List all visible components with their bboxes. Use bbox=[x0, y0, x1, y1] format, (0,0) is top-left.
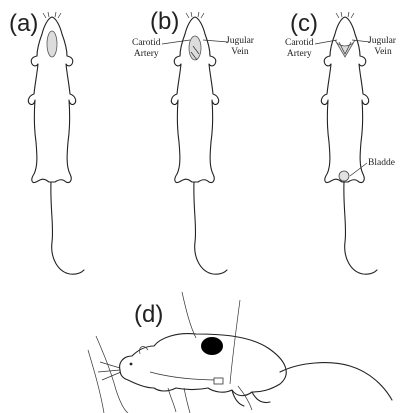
bladder-pointer-c bbox=[350, 163, 367, 176]
heart-marker bbox=[201, 337, 223, 355]
mouse-outline-icon bbox=[171, 12, 227, 274]
mouse-side-icon bbox=[88, 292, 392, 413]
carotid-pointer-b bbox=[162, 40, 190, 44]
mouse-outline-icon bbox=[321, 12, 377, 274]
jugular-pointer-b bbox=[203, 40, 228, 42]
carotid-pointer-c bbox=[315, 40, 337, 44]
mouse-outline-icon bbox=[28, 12, 84, 274]
